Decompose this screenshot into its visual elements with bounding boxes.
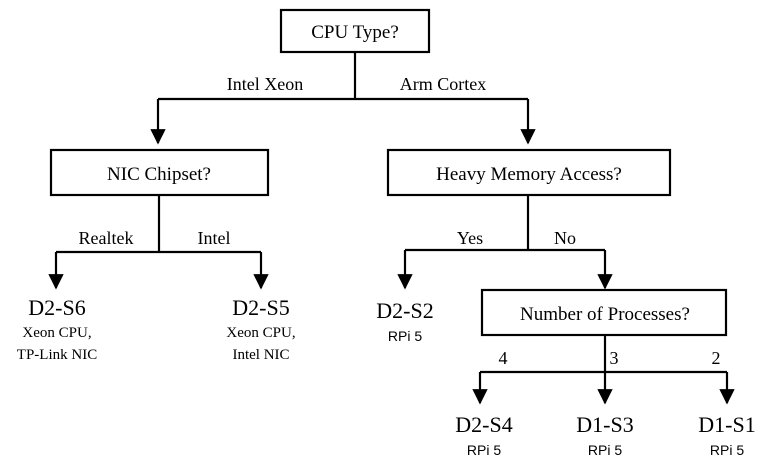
node-number-of-processes-box <box>480 288 728 337</box>
node-cpu-type-label: CPU Type? <box>311 22 399 43</box>
leaf-d2-s6-sub-line2: TP-Link NIC <box>17 347 97 363</box>
edge-label-realtek: Realtek <box>79 228 134 248</box>
edge-label-procs-2: 2 <box>712 348 721 368</box>
edge-label-intel: Intel <box>198 228 231 248</box>
leaf-d1-s1[interactable]: D1-S1 RPi 5 <box>698 412 755 458</box>
edge-label-arm-cortex: Arm Cortex <box>400 74 486 94</box>
leaf-d2-s4[interactable]: D2-S4 RPi 5 <box>455 412 512 458</box>
leaf-d2-s4-sub-line1: RPi 5 <box>467 442 501 458</box>
leaf-d2-s5-sub-line1: Xeon CPU, <box>226 325 295 341</box>
leaf-d2-s5-title: D2-S5 <box>232 295 289 320</box>
node-number-of-processes[interactable]: Number of Processes? <box>480 288 728 337</box>
edge-label-procs-4: 4 <box>499 348 508 368</box>
leaf-d2-s5[interactable]: D2-S5 Xeon CPU, Intel NIC <box>226 295 295 363</box>
leaf-d1-s3-sub-line1: RPi 5 <box>588 442 622 458</box>
leaf-d2-s6-title: D2-S6 <box>28 295 85 320</box>
edge-label-procs-3: 3 <box>610 348 619 368</box>
leaf-d2-s2-sub-line1: RPi 5 <box>388 328 422 344</box>
leaf-d2-s2[interactable]: D2-S2 RPi 5 <box>376 298 433 344</box>
node-number-of-processes-label: Number of Processes? <box>520 304 690 325</box>
node-heavy-memory-access-label: Heavy Memory Access? <box>436 164 622 185</box>
leaf-d2-s6-sub-line1: Xeon CPU, <box>22 325 91 341</box>
node-cpu-type[interactable]: CPU Type? <box>279 8 431 54</box>
leaf-d2-s4-title: D2-S4 <box>455 412 512 437</box>
node-heavy-memory-access-box <box>386 148 672 197</box>
leaf-d1-s3[interactable]: D1-S3 RPi 5 <box>576 412 633 458</box>
leaf-d1-s3-title: D1-S3 <box>576 412 633 437</box>
edge-label-yes: Yes <box>457 228 483 248</box>
node-nic-chipset[interactable]: NIC Chipset? <box>49 148 270 197</box>
node-nic-chipset-label: NIC Chipset? <box>107 164 211 185</box>
node-heavy-memory-access[interactable]: Heavy Memory Access? <box>386 148 672 197</box>
node-cpu-type-box <box>279 8 431 54</box>
edge-label-no: No <box>554 228 576 248</box>
leaf-d2-s5-sub-line2: Intel NIC <box>232 347 289 363</box>
leaf-d1-s1-sub-line1: RPi 5 <box>710 442 744 458</box>
leaf-d2-s2-title: D2-S2 <box>376 298 433 323</box>
leaf-d1-s1-title: D1-S1 <box>698 412 755 437</box>
edge-label-intel-xeon: Intel Xeon <box>227 74 303 94</box>
leaf-d2-s6[interactable]: D2-S6 Xeon CPU, TP-Link NIC <box>17 295 97 363</box>
